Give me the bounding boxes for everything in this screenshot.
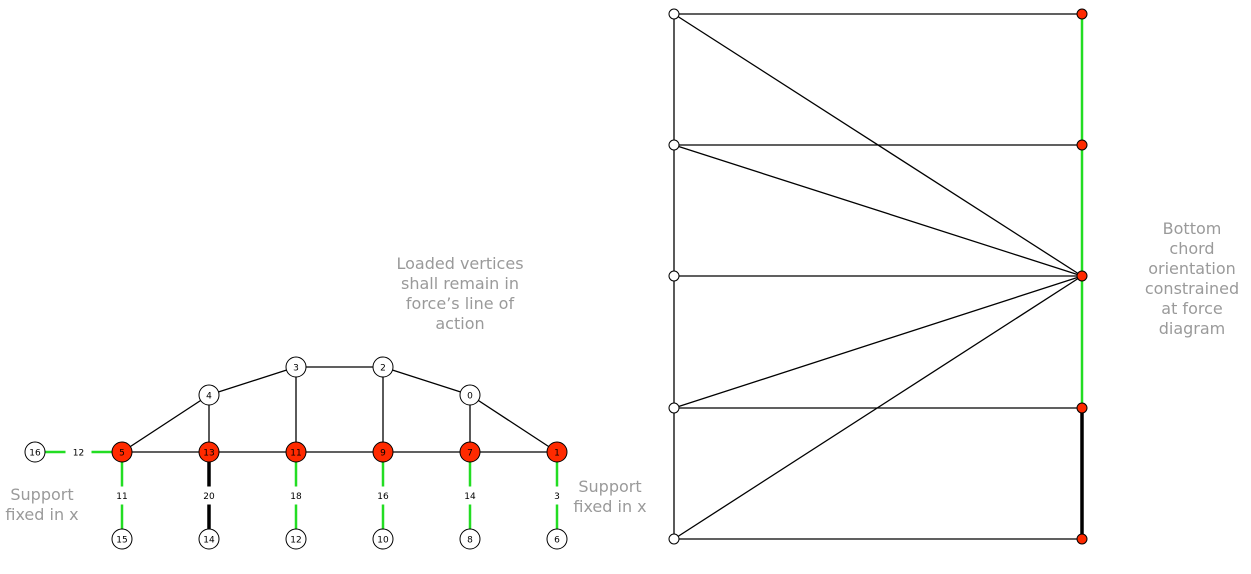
form-vertex-7: 7 [459, 441, 481, 463]
annotation-line: constrained [1144, 279, 1240, 298]
svg-text:5: 5 [119, 449, 125, 459]
svg-text:12: 12 [290, 536, 301, 546]
form-vertex-16: 16 [24, 441, 46, 463]
form-vertex-6: 6 [546, 528, 568, 550]
annotation-line: Support [578, 477, 642, 496]
form-vertex-8: 8 [459, 528, 481, 550]
form-vertex-13: 13 [198, 441, 220, 463]
form-edge-5-4 [121, 394, 210, 453]
force-edge-L4-R2 [673, 275, 1083, 540]
force-vertex-right [1076, 533, 1088, 545]
annotation-line: action [435, 314, 485, 333]
form-edge-2-0 [382, 366, 471, 396]
form-vertex-12: 12 [285, 528, 307, 550]
force-vertex-right [1076, 8, 1088, 20]
force-edge-L3-R2 [673, 275, 1083, 409]
form-edge-4-3 [208, 366, 297, 396]
edge-label: 3 [554, 492, 560, 502]
svg-text:1: 1 [554, 449, 560, 459]
annotation-line: chord [1169, 239, 1215, 258]
form-vertex-0: 0 [459, 384, 481, 406]
annotation-line: orientation [1148, 259, 1236, 278]
svg-text:16: 16 [29, 449, 41, 459]
force-vertex-left [668, 533, 680, 545]
edge-label: 16 [377, 492, 389, 502]
form-vertex-5: 5 [111, 441, 133, 463]
svg-text:14: 14 [203, 536, 215, 546]
svg-text:7: 7 [467, 449, 473, 459]
edge-label: 20 [203, 492, 215, 502]
svg-text:3: 3 [293, 364, 299, 374]
force-vertex-left [668, 8, 680, 20]
form-vertex-1: 1 [546, 441, 568, 463]
svg-text:13: 13 [203, 449, 214, 459]
form-vertex-4: 4 [198, 384, 220, 406]
form-vertex-3: 3 [285, 356, 307, 378]
support-left-annotation: Support fixed in x [0, 485, 84, 525]
form-vertex-14: 14 [198, 528, 220, 550]
svg-text:8: 8 [467, 536, 473, 546]
force-vertex-left [668, 402, 680, 414]
svg-text:11: 11 [290, 449, 301, 459]
force-vertex-right [1076, 270, 1088, 282]
svg-text:2: 2 [380, 364, 386, 374]
form-vertex-9: 9 [372, 441, 394, 463]
annotation-line: at force [1161, 299, 1223, 318]
form-vertex-11: 11 [285, 441, 307, 463]
annotation-line: shall remain in [401, 274, 519, 293]
annotation-line: Bottom [1162, 219, 1222, 238]
annotation-line: force’s line of [405, 294, 515, 313]
force-vertex-right [1076, 402, 1088, 414]
svg-text:0: 0 [467, 392, 473, 402]
force-edge-L1-R2 [673, 144, 1083, 277]
support-right-annotation: Support fixed in x [568, 477, 652, 517]
svg-text:10: 10 [377, 536, 389, 546]
svg-text:15: 15 [116, 536, 127, 546]
loaded-vertices-annotation: Loaded vertices shall remain in force’s … [370, 254, 550, 334]
form-vertex-15: 15 [111, 528, 133, 550]
edge-label: 18 [290, 492, 302, 502]
form-diagram-edge-labels: 12 11 20 18 16 14 3 [73, 449, 560, 503]
svg-text:6: 6 [554, 536, 560, 546]
annotation-line: Support [10, 485, 74, 504]
edge-label: 12 [73, 449, 84, 459]
annotation-line: fixed in x [573, 497, 647, 516]
annotation-line: fixed in x [5, 505, 79, 524]
force-vertex-left [668, 139, 680, 151]
annotation-line: Loaded vertices [396, 254, 524, 273]
form-edge-0-1 [469, 394, 558, 453]
force-diagram-vertices [668, 8, 1088, 545]
edge-label: 14 [464, 492, 476, 502]
svg-text:4: 4 [206, 392, 212, 402]
form-vertex-10: 10 [372, 528, 394, 550]
edge-label: 11 [116, 492, 127, 502]
bottom-chord-annotation: Bottom chord orientation constrained at … [1136, 219, 1248, 339]
force-vertex-left [668, 270, 680, 282]
force-vertex-right [1076, 139, 1088, 151]
form-vertex-2: 2 [372, 356, 394, 378]
force-diagram-edges [673, 13, 1084, 540]
force-edge-L0-R2 [673, 13, 1083, 277]
annotation-line: diagram [1158, 319, 1226, 338]
svg-text:9: 9 [380, 449, 386, 459]
